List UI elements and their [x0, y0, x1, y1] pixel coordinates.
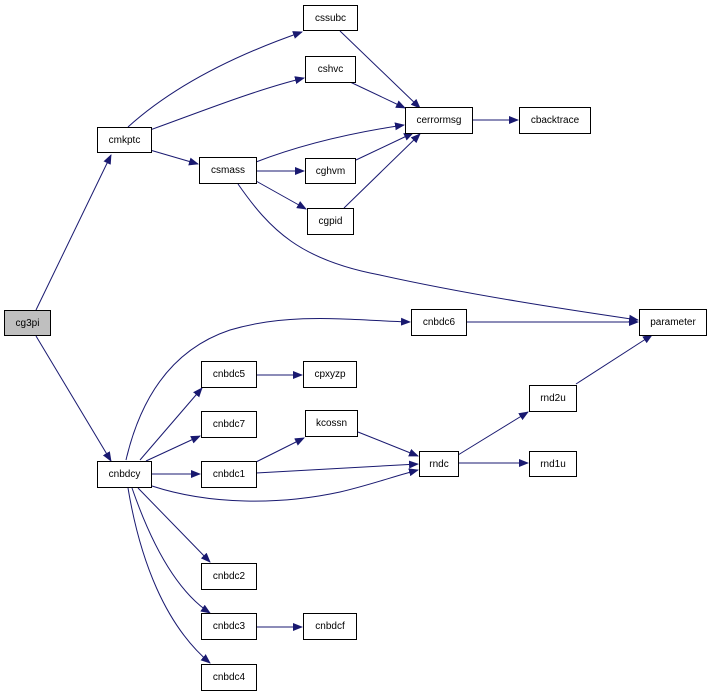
edge-cnbdcy-cnbdc7 [145, 435, 201, 462]
node-cnbdcf[interactable]: cnbdcf [303, 613, 357, 640]
edge-kcossn-rndc [357, 431, 419, 457]
edge-cnbdcy-rndc [151, 468, 419, 502]
edge-csmass-cerrormsg [255, 122, 405, 163]
edge-cnbdcy-cnbdc2 [137, 487, 211, 563]
node-cnbdc4[interactable]: cnbdc4 [201, 664, 257, 691]
node-rnd2u[interactable]: rnd2u [529, 385, 577, 412]
edge-cmkptc-cshvc [149, 76, 305, 131]
node-cnbdc6[interactable]: cnbdc6 [411, 309, 467, 336]
edge-cssubc-cerrormsg [339, 30, 421, 109]
node-kcossn[interactable]: kcossn [305, 410, 358, 437]
node-rndc[interactable]: rndc [419, 451, 459, 477]
edge-cnbdcy-cnbdc5 [139, 387, 203, 461]
edge-cg3pi-cnbdcy [35, 335, 112, 462]
node-csmass[interactable]: csmass [199, 157, 257, 184]
node-cghvm[interactable]: cghvm [305, 158, 356, 184]
node-cnbdcy[interactable]: cnbdcy [97, 461, 152, 488]
edge-cmkptc-csmass [149, 149, 199, 166]
node-cbacktrace[interactable]: cbacktrace [519, 107, 591, 134]
edge-cnbdc1-kcossn [255, 437, 305, 463]
node-cnbdc2[interactable]: cnbdc2 [201, 563, 257, 590]
node-cnbdc1[interactable]: cnbdc1 [201, 461, 257, 488]
node-cpxyzp[interactable]: cpxyzp [303, 361, 357, 388]
node-cnbdc3[interactable]: cnbdc3 [201, 613, 257, 640]
edge-cshvc-cerrormsg [347, 80, 406, 109]
node-cerrormsg[interactable]: cerrormsg [405, 107, 473, 134]
node-cg3pi[interactable]: cg3pi [4, 310, 51, 336]
edge-cnbdcy-cnbdc6 [125, 317, 411, 461]
edge-cnbdcy-cnbdc4 [127, 487, 211, 664]
edge-csmass-parameter [237, 183, 639, 323]
edge-cg3pi-cmkptc [35, 154, 112, 311]
edge-cgpid-cerrormsg [343, 133, 421, 209]
edge-rnd2u-parameter [575, 334, 653, 385]
node-parameter[interactable]: parameter [639, 309, 707, 336]
edge-cnbdc1-rndc [255, 460, 419, 474]
edge-cghvm-cerrormsg [355, 132, 414, 161]
node-cmkptc[interactable]: cmkptc [97, 127, 152, 153]
node-cnbdc7[interactable]: cnbdc7 [201, 411, 257, 438]
node-cnbdc5[interactable]: cnbdc5 [201, 361, 257, 388]
edge-rndc-rnd2u [457, 411, 529, 456]
node-cssubc[interactable]: cssubc [303, 5, 358, 31]
node-rnd1u[interactable]: rnd1u [529, 451, 577, 477]
edge-csmass-cgpid [255, 180, 307, 210]
node-cshvc[interactable]: cshvc [305, 56, 356, 83]
edge-cnbdcy-cnbdc3 [131, 487, 211, 614]
edge-cmkptc-cssubc [127, 31, 303, 128]
node-cgpid[interactable]: cgpid [307, 208, 354, 235]
